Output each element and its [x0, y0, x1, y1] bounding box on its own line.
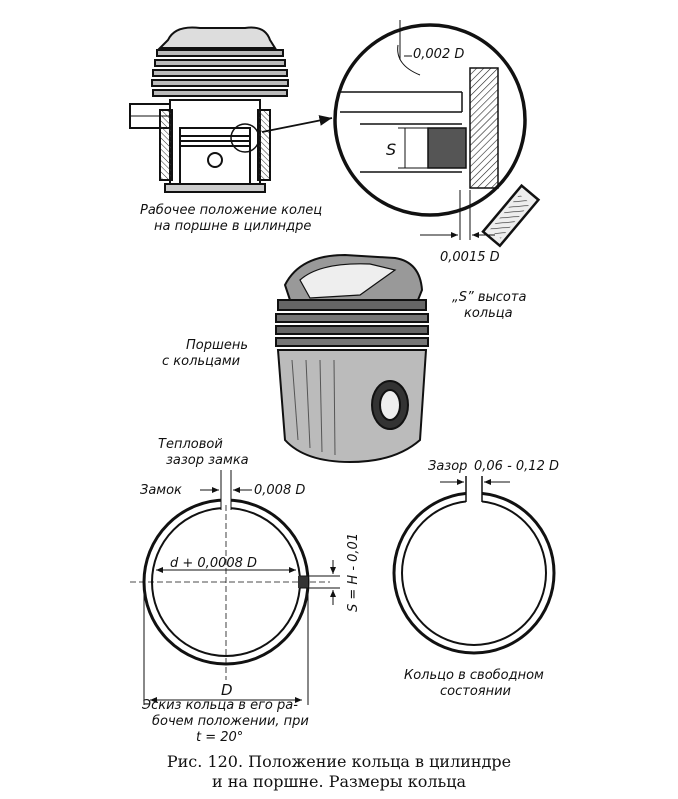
engine-cylinder-illustration [129, 26, 289, 193]
working-position-label-2: на поршне в цилиндре [154, 219, 312, 234]
sketch-label-1: Эскиз кольца в его ра- [142, 698, 298, 713]
piston-with-rings-illustration [275, 253, 429, 464]
s-height-label-2: кольца [464, 306, 513, 321]
lock-label: Замок [140, 483, 182, 498]
thermal-gap-label-2: зазор замка [166, 453, 249, 468]
ring-free-sketch [392, 476, 556, 655]
sketch-label-2: бочем положении, при [152, 714, 309, 729]
outer-diameter-dim: D [221, 681, 233, 699]
figure-caption-line-1: Рис. 120. Положение кольца в цилиндре [166, 752, 512, 771]
lock-gap-dim: 0,008 D [254, 483, 306, 498]
free-gap-dim: 0,06 - 0,12 D [474, 459, 559, 474]
thermal-gap-label-1: Тепловой [158, 437, 223, 452]
detail-pointer-arrow [261, 115, 333, 133]
s-formula-dim: S = H - 0,01 [346, 532, 361, 612]
figure-caption-line-2: и на поршне. Размеры кольца [211, 772, 467, 791]
bottom-clearance-dim: 0,0015 D [440, 250, 500, 265]
free-ring-label-2: состоянии [440, 684, 511, 699]
s-height-label-1: „S” высота [452, 290, 527, 305]
magnified-ring-detail [333, 20, 541, 248]
working-position-label-1: Рабочее положение колец [140, 203, 323, 218]
free-ring-label-1: Кольцо в свободном [404, 668, 544, 683]
top-clearance-dim: 0,002 D [413, 47, 465, 62]
gap-label: Зазор [428, 459, 468, 474]
piston-rings-label-2: с кольцами [162, 354, 241, 369]
ring-working-sketch [130, 470, 340, 705]
s-mark-dim: S [386, 140, 397, 159]
inner-diameter-dim: d + 0,0008 D [170, 556, 258, 571]
sketch-label-3: t = 20° [196, 730, 244, 745]
piston-rings-label-1: Поршень [186, 338, 249, 353]
